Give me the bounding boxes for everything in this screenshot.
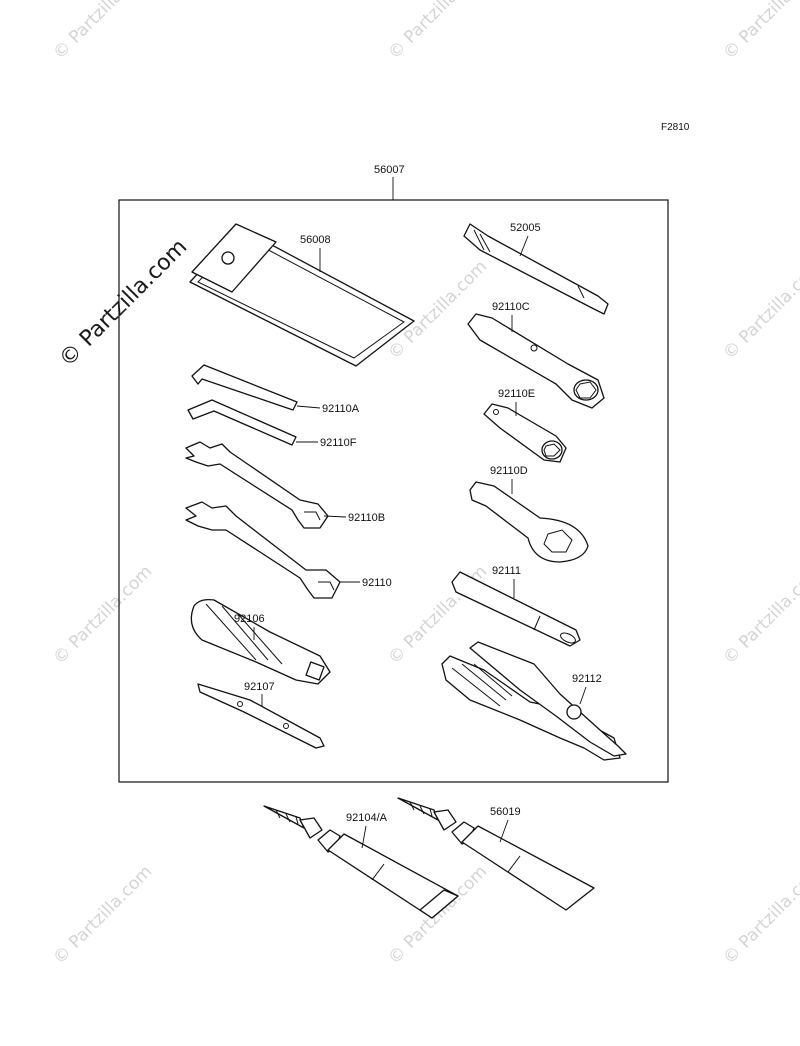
leader-line [519,235,529,257]
watermark: © Partzilla.com [384,257,491,364]
part-label-92110[interactable]: 92110 [362,577,392,589]
part-label-56008[interactable]: 56008 [300,234,331,246]
box-wrench-92110C[interactable] [467,313,605,409]
socket-92110E[interactable] [483,403,567,463]
leader-line [361,825,367,849]
grease-tube-56019[interactable] [397,797,595,911]
pliers-92112[interactable] [441,641,627,761]
watermark: © Partzilla.com [49,862,156,969]
wrench-92110[interactable] [185,501,341,599]
watermark: © Partzilla.com [49,562,156,669]
leader-line [296,405,321,409]
wrench-92110B[interactable] [185,441,329,529]
watermark-layer: © Partzilla.com © Partzilla.com © Partzi… [49,0,800,969]
part-label-92112[interactable]: 92112 [572,673,602,685]
ring-spanner-92110D[interactable] [469,481,589,563]
part-label-92111[interactable]: 92111 [492,565,521,577]
watermark: © Partzilla.com [719,257,800,364]
leader-line [323,515,347,518]
part-label-92110D[interactable]: 92110D [490,465,528,477]
part-label-52005[interactable]: 52005 [510,222,541,234]
watermark: © Partzilla.com [719,0,800,64]
figure-code: F2810 [661,122,690,133]
leader-line [579,686,587,705]
tool-bag-56008[interactable] [189,223,415,367]
part-label-92107[interactable]: 92107 [244,681,275,693]
part-label-92110A[interactable]: 92110A [322,403,360,415]
watermark: © Partzilla.com [384,0,491,64]
leader-line [499,819,509,843]
grease-tube-92104-A[interactable] [263,805,459,919]
part-label-92110B[interactable]: 92110B [348,512,385,524]
screwdriver-bit-92107[interactable] [197,683,325,749]
part-label-56007[interactable]: 56007 [374,164,405,176]
hex-key-92110A[interactable] [191,364,298,411]
hex-key-92110F[interactable] [187,399,297,446]
watermark: © Partzilla.com [719,862,800,969]
tool-kit-box [118,199,669,783]
part-label-56019[interactable]: 56019 [490,806,521,818]
handle-bar-92111[interactable] [451,571,581,647]
watermark: © Partzilla.com [719,562,800,669]
part-label-92110F[interactable]: 92110F [320,437,357,449]
watermark: © Partzilla.com [49,0,156,64]
extension-bar-52005[interactable] [463,223,609,315]
part-label-92106[interactable]: 92106 [234,613,265,625]
screwdriver-handle-92106[interactable] [190,598,331,685]
part-label-92110E[interactable]: 92110E [498,388,535,400]
part-label-92110C[interactable]: 92110C [492,301,530,313]
watermark-main: © Partzilla.com [55,235,193,373]
part-label-92104-A[interactable]: 92104/A [346,812,388,824]
